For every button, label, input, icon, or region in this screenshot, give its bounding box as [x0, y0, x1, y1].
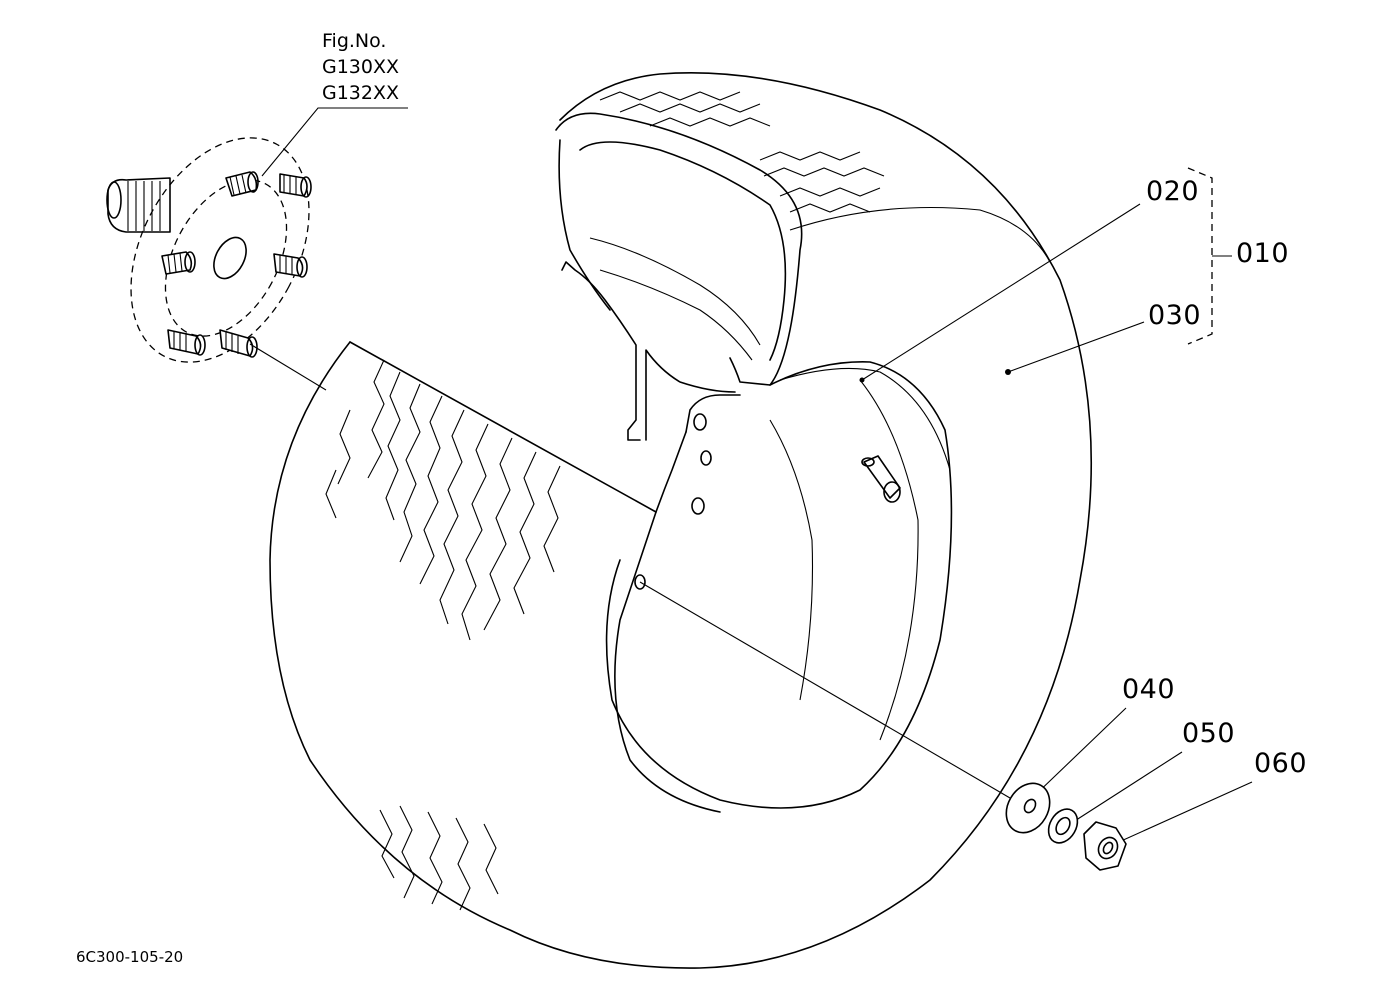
callout-030: 030 — [1148, 300, 1202, 331]
callout-060: 060 — [1254, 748, 1308, 779]
leader-050 — [1069, 751, 1183, 825]
washer-040 — [1005, 782, 1051, 834]
hub-assembly — [106, 107, 408, 363]
hub-axis-line — [249, 343, 327, 391]
hub-stud — [279, 173, 312, 198]
callout-020: 020 — [1146, 176, 1200, 207]
hub-stud — [273, 253, 308, 278]
fig-no-title: Fig.No. — [322, 30, 387, 52]
nut-060 — [1083, 821, 1127, 871]
wheel-axis-line — [639, 581, 1011, 799]
callout-010: 010 — [1236, 238, 1290, 269]
tread-top — [599, 91, 885, 213]
fig-no-label: Fig.No. G130XX G132XX — [322, 28, 399, 106]
fig-code-2: G132XX — [322, 82, 400, 104]
hub-stud — [225, 171, 259, 197]
leader-040 — [1029, 707, 1127, 801]
tread-left — [325, 359, 561, 911]
hub-stud — [161, 251, 196, 275]
leader-030 — [1007, 321, 1145, 373]
hub-stud — [219, 329, 258, 358]
drawing-code: 6C300-105-20 — [76, 948, 184, 966]
callout-040: 040 — [1122, 674, 1176, 705]
fig-code-1: G130XX — [322, 56, 400, 78]
callout-050: 050 — [1182, 718, 1236, 749]
lock-washer-050 — [1047, 808, 1079, 844]
hub-stud — [167, 329, 206, 356]
valve-stem — [861, 455, 901, 503]
leader-060 — [1109, 781, 1253, 847]
leader-020 — [861, 203, 1141, 381]
tire — [269, 72, 1093, 969]
bracket-010 — [1187, 167, 1213, 345]
